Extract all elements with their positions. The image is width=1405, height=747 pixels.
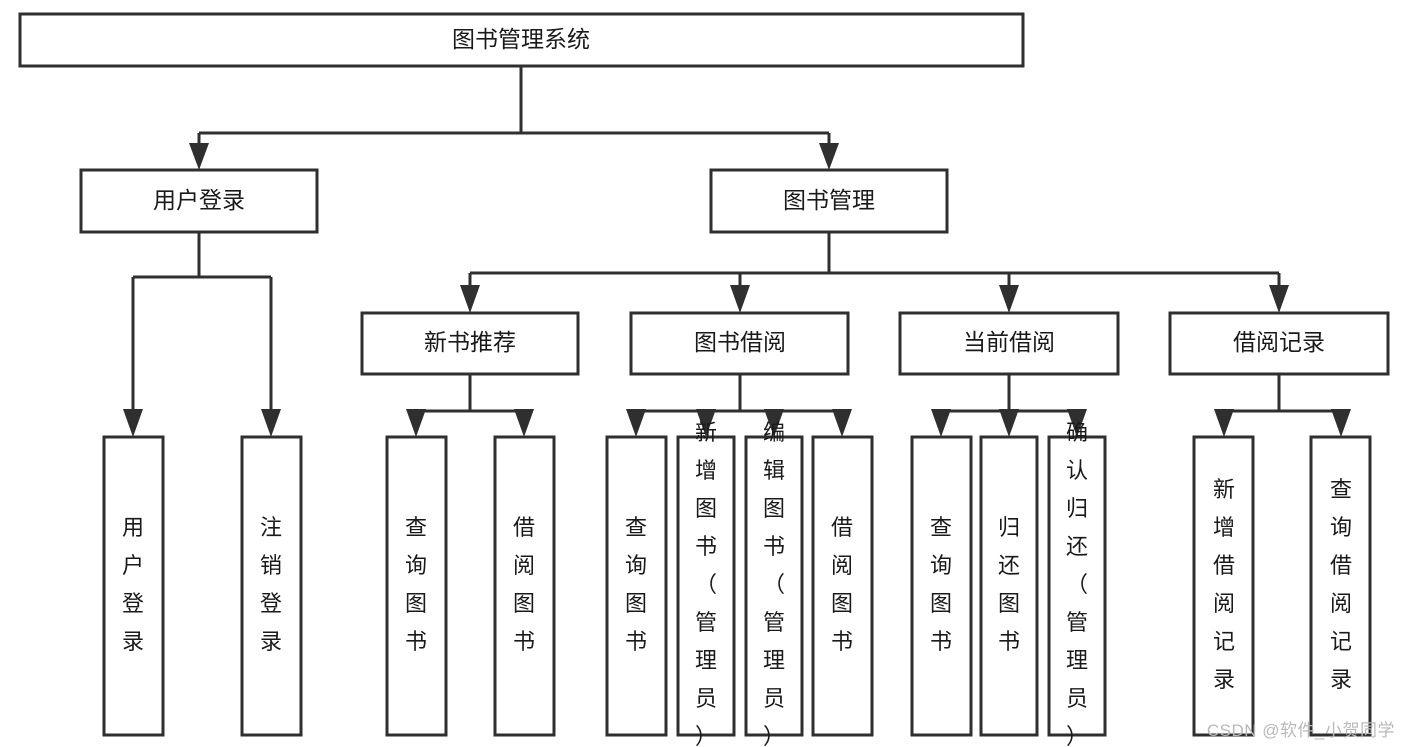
node-root-box[interactable] — [18, 12, 1025, 68]
leaf-query-book-current[interactable]: 查询图书 — [910, 435, 973, 737]
connector-borrow-record-bus — [1222, 374, 1343, 417]
node-user-login[interactable]: 用户登录 — [79, 168, 319, 234]
arrowhead-leaf-query-book-rec — [406, 409, 426, 437]
arrowhead-book-manage — [819, 143, 839, 170]
leaf-add-record-box[interactable] — [1192, 435, 1255, 737]
leaf-borrow-book-box[interactable] — [811, 435, 874, 737]
leaf-edit-book-box[interactable] — [744, 435, 804, 737]
node-book-manage-box[interactable] — [709, 168, 949, 234]
leaf-logout[interactable]: 注销登录 — [240, 435, 303, 737]
node-user-login-box[interactable] — [79, 168, 319, 234]
leaf-logout-label: 注销登录 — [260, 515, 282, 654]
node-user-login-label: 用户登录 — [153, 187, 245, 213]
arrowhead-user-login — [189, 143, 209, 170]
arrowhead-book-borrow — [730, 285, 750, 313]
arrowhead-leaf-user-login — [123, 409, 143, 437]
leaf-logout-box[interactable] — [240, 435, 303, 737]
node-root-label: 图书管理系统 — [452, 26, 590, 52]
node-book-manage[interactable]: 图书管理 — [709, 168, 949, 234]
leaf-edit-book-label: 编辑图书（管理员） — [763, 420, 785, 747]
leaf-add-book[interactable]: 新增图书（管理员） — [676, 420, 736, 747]
leaf-user-login-box[interactable] — [102, 435, 165, 737]
leaf-edit-book[interactable]: 编辑图书（管理员） — [744, 420, 804, 747]
leaf-query-book-borrow-box[interactable] — [605, 435, 668, 737]
leaf-query-record[interactable]: 查询借阅记录 — [1309, 435, 1372, 737]
connector-layer — [123, 66, 1351, 437]
connector-new-book-rec-bus — [414, 374, 526, 417]
node-book-borrow-box[interactable] — [629, 311, 850, 376]
node-current-borrow-box[interactable] — [898, 311, 1120, 376]
arrowhead-leaf-query-book-current — [931, 409, 951, 437]
connector-user-login-bus — [131, 232, 273, 414]
leaf-add-record-label: 新增借阅记录 — [1213, 477, 1235, 692]
leaf-user-login-label: 用户登录 — [122, 515, 144, 654]
arrowhead-new-book-rec — [460, 285, 480, 313]
leaf-query-book-borrow-label: 查询图书 — [625, 515, 647, 654]
leaf-query-record-box[interactable] — [1309, 435, 1372, 737]
node-current-borrow-label: 当前借阅 — [963, 329, 1055, 355]
leaf-return-book-box[interactable] — [979, 435, 1039, 737]
leaf-query-book-rec-box[interactable] — [385, 435, 448, 737]
leaf-return-book-label: 归还图书 — [998, 515, 1020, 654]
arrowhead-leaf-confirm-return — [1067, 409, 1087, 437]
connector-root-bus — [197, 66, 831, 148]
leaf-query-book-current-box[interactable] — [910, 435, 973, 737]
node-borrow-record[interactable]: 借阅记录 — [1168, 311, 1390, 376]
arrowhead-leaf-query-record — [1331, 409, 1351, 437]
node-new-book-rec[interactable]: 新书推荐 — [360, 311, 580, 376]
leaf-query-book-current-label: 查询图书 — [930, 515, 952, 654]
arrowhead-leaf-add-record — [1214, 409, 1234, 437]
node-borrow-record-box[interactable] — [1168, 311, 1390, 376]
node-new-book-rec-label: 新书推荐 — [424, 329, 516, 355]
leaf-add-record[interactable]: 新增借阅记录 — [1192, 435, 1255, 737]
leaf-confirm-return-label: 确认归还（管理员） — [1066, 420, 1088, 747]
leaf-borrow-book-rec-label: 借阅图书 — [513, 515, 535, 654]
node-book-borrow[interactable]: 图书借阅 — [629, 311, 850, 376]
arrowhead-leaf-query-book-borrow — [626, 409, 646, 437]
connector-book-borrow-bus — [634, 374, 844, 417]
leaf-confirm-return[interactable]: 确认归还（管理员） — [1047, 420, 1107, 747]
arrowhead-leaf-logout — [261, 409, 281, 437]
leaf-query-book-rec[interactable]: 查询图书 — [385, 435, 448, 737]
arrowhead-leaf-return-book — [999, 409, 1019, 437]
leaf-add-book-label: 新增图书（管理员） — [695, 420, 717, 747]
node-current-borrow[interactable]: 当前借阅 — [898, 311, 1120, 376]
node-book-borrow-label: 图书借阅 — [694, 329, 786, 355]
leaf-borrow-book-label: 借阅图书 — [831, 515, 853, 654]
arrowhead-leaf-borrow-book-rec — [514, 409, 534, 437]
node-book-manage-label: 图书管理 — [783, 187, 875, 213]
arrowhead-leaf-add-book — [696, 409, 716, 437]
leaf-query-book-rec-label: 查询图书 — [405, 515, 427, 654]
node-borrow-record-label: 借阅记录 — [1233, 329, 1325, 355]
leaf-add-book-box[interactable] — [676, 435, 736, 737]
node-new-book-rec-box[interactable] — [360, 311, 580, 376]
leaf-borrow-book-rec[interactable]: 借阅图书 — [493, 435, 556, 737]
leaf-user-login[interactable]: 用户登录 — [102, 435, 165, 737]
csdn-watermark: CSDN @软件_小贺同学 — [1206, 721, 1395, 740]
arrowhead-leaf-edit-book — [764, 409, 784, 437]
arrowhead-borrow-record — [1269, 285, 1289, 313]
leaf-return-book[interactable]: 归还图书 — [979, 435, 1039, 737]
connector-book-manage-bus — [468, 232, 1281, 290]
arrowhead-leaf-borrow-book — [832, 409, 852, 437]
leaf-query-book-borrow[interactable]: 查询图书 — [605, 435, 668, 737]
leaf-borrow-book-rec-box[interactable] — [493, 435, 556, 737]
node-root[interactable]: 图书管理系统 — [18, 12, 1025, 68]
leaf-query-record-label: 查询借阅记录 — [1330, 477, 1352, 692]
leaf-borrow-book[interactable]: 借阅图书 — [811, 435, 874, 737]
leaf-confirm-return-box[interactable] — [1047, 435, 1107, 737]
arrowhead-current-borrow — [999, 285, 1019, 313]
